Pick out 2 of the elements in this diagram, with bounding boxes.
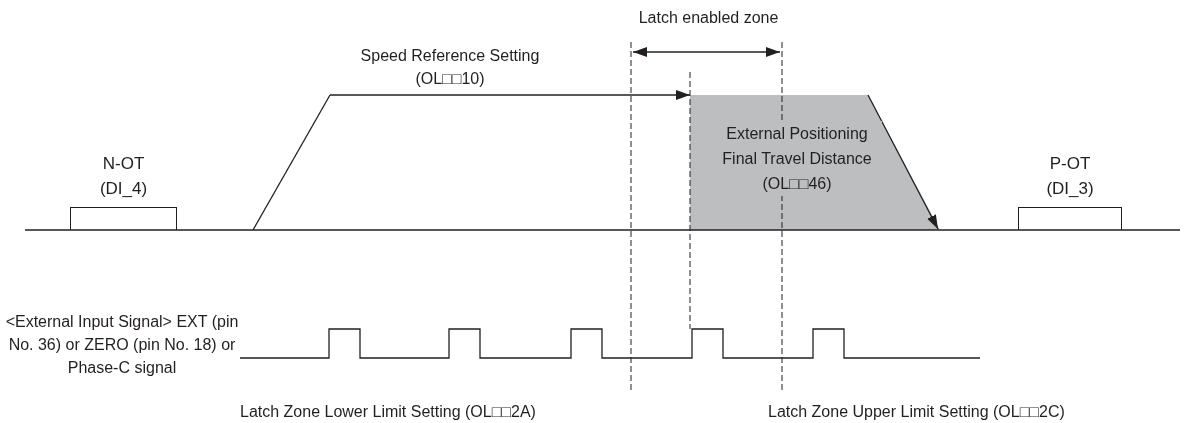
signal-label: N-OT (DI_4) bbox=[98, 153, 149, 200]
signal-label: P-OT (DI_3) bbox=[1045, 153, 1095, 200]
